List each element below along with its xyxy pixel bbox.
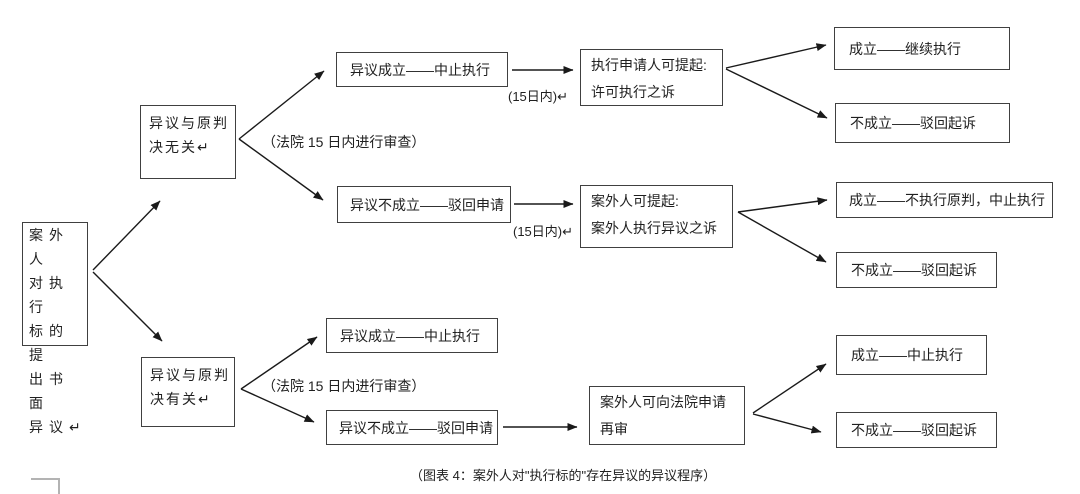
node-objection-rejected-application-mid: 异议不成立——驳回申请: [337, 186, 511, 223]
arrow-retrial-to-suspend: [752, 363, 827, 414]
page-corner-mark: [31, 478, 60, 494]
label-15-days-mid: (15日内)↵: [513, 224, 574, 239]
arrow-outsider-to-dismiss: [737, 211, 827, 263]
node-objection-rejected-application-bottom: 异议不成立——驳回申请: [326, 410, 498, 445]
arrow-unrelated-to-upheld: [238, 70, 325, 140]
arrow-retrial-to-dismiss: [752, 413, 822, 434]
node-applicant-permit-execution-suit: 执行申请人可提起: 许可执行之诉: [580, 49, 723, 106]
label-court-review-top: （法院 15 日内进行审查）: [262, 134, 426, 150]
node-objection-unrelated-to-judgment: 异议与原判 决无关↵: [140, 105, 236, 179]
arrow-outsider-to-nonexec: [737, 197, 828, 213]
label-15-days-top: (15日内)↵: [508, 89, 569, 104]
node-upheld-continue-execution: 成立——继续执行: [834, 27, 1010, 70]
label-court-review-bottom: （法院 15 日内进行审查）: [262, 378, 426, 394]
node-objection-related-to-judgment: 异议与原判 决有关↵: [141, 357, 235, 427]
arrow-applicant-to-dismiss: [725, 68, 828, 119]
node-upheld-no-exec-original-judgment: 成立——不执行原判，中止执行: [836, 182, 1053, 218]
arrow-root-to-related: [92, 271, 163, 342]
node-objection-upheld-suspend-bottom: 异议成立——中止执行: [326, 318, 498, 353]
figure-caption: （图表 4：案外人对"执行标的"存在异议的异议程序）: [410, 468, 717, 483]
node-outsider-execution-objection-suit: 案外人可提起: 案外人执行异议之诉: [580, 185, 733, 248]
node-not-upheld-dismiss-suit-bottom: 不成立——驳回起诉: [836, 412, 997, 448]
node-upheld-suspend-execution-right: 成立——中止执行: [836, 335, 987, 375]
node-not-upheld-dismiss-suit-mid: 不成立——驳回起诉: [836, 252, 997, 288]
arrow-applicant-to-continue: [725, 43, 827, 69]
node-objection-upheld-suspend-top: 异议成立——中止执行: [336, 52, 508, 87]
node-not-upheld-dismiss-suit-top: 不成立——驳回起诉: [835, 103, 1010, 143]
arrow-root-to-unrelated: [92, 200, 161, 271]
node-outsider-apply-retrial: 案外人可向法院申请 再审: [589, 386, 745, 445]
node-outsider-written-objection: 案外人 对执行 标的提 出书面 异议↵: [22, 222, 88, 435]
